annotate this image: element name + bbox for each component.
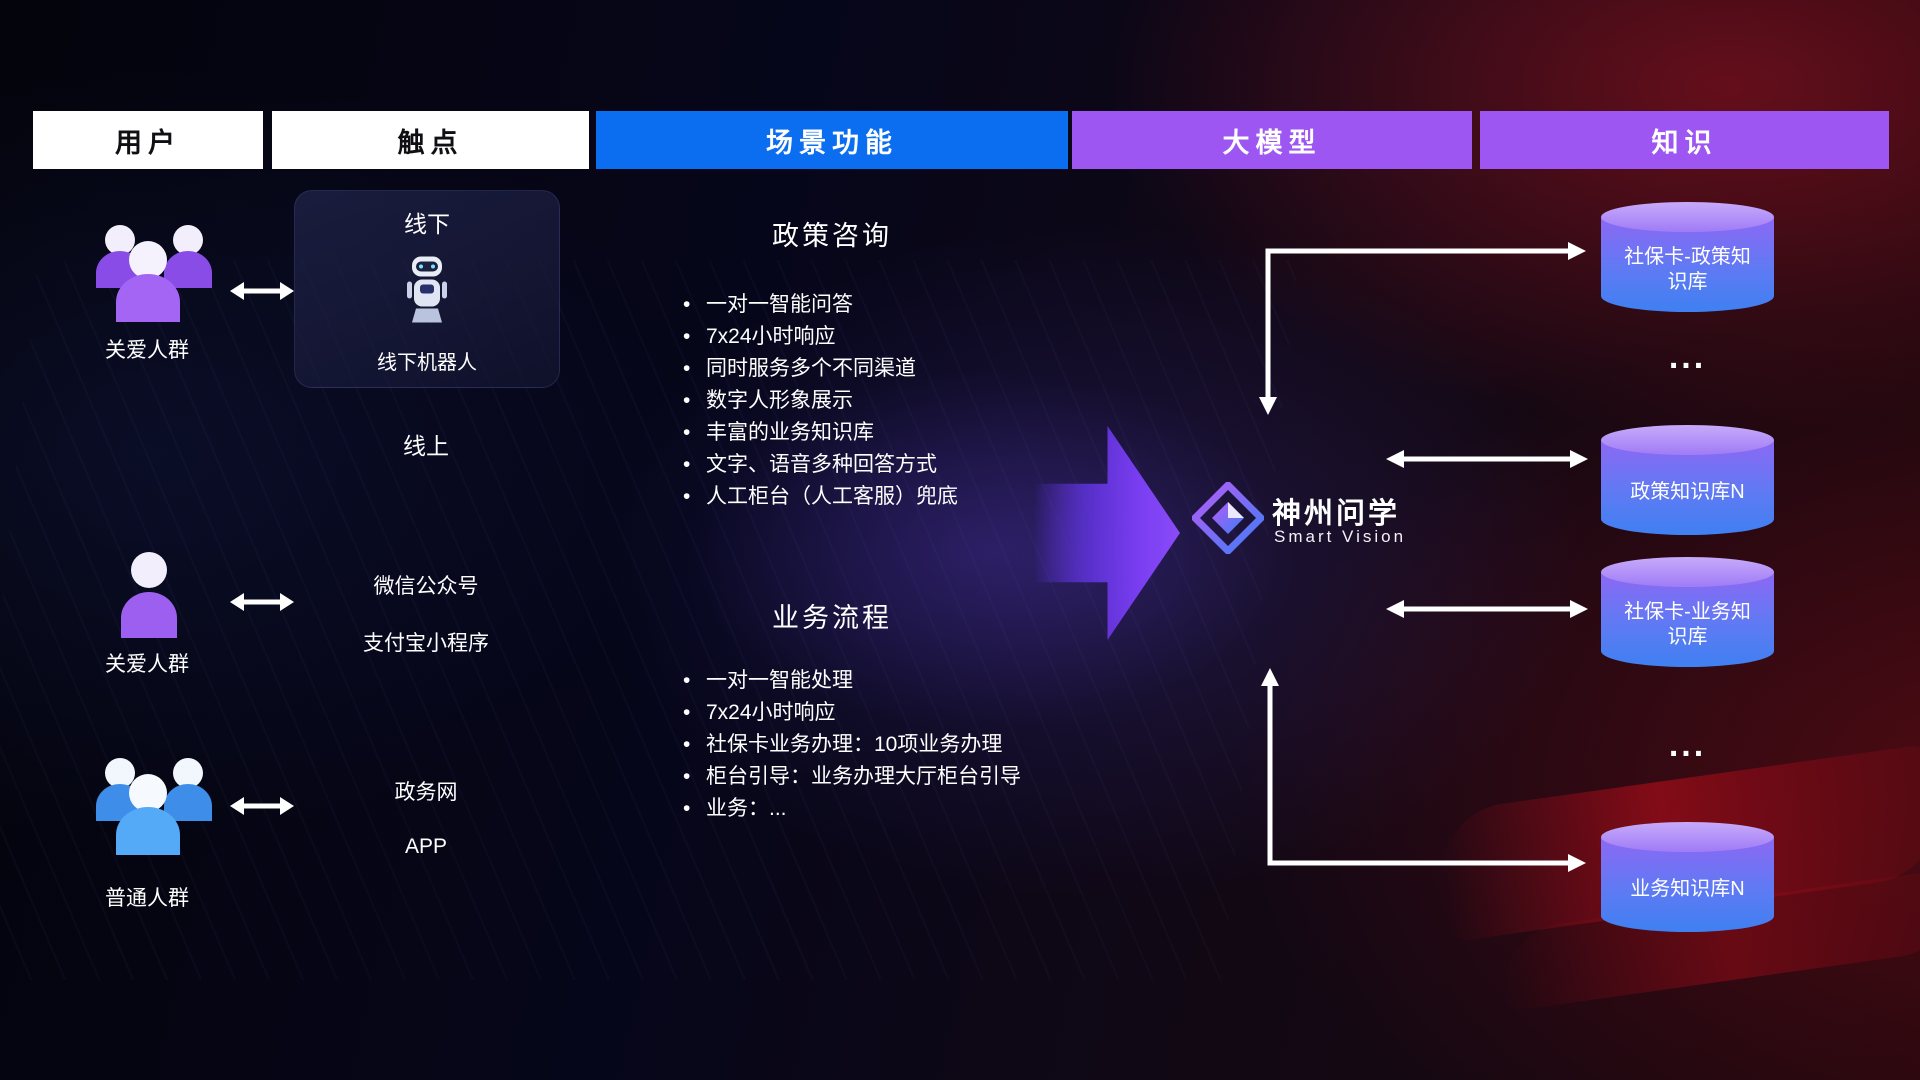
header-tab-knowledge: 知识 bbox=[1480, 111, 1889, 169]
header-tab-users: 用户 bbox=[33, 111, 263, 169]
user-single-purple-icon bbox=[114, 548, 184, 645]
model-name: 神州问学 bbox=[1272, 498, 1401, 530]
scenario-bullet: 一对一智能问答 bbox=[680, 289, 958, 321]
model-subtitle: Smart Vision bbox=[1274, 527, 1407, 546]
scenario-bullet: 丰富的业务知识库 bbox=[680, 417, 958, 449]
scenario-bullet: 业务：... bbox=[680, 793, 1021, 825]
header-tab-model: 大模型 bbox=[1072, 111, 1472, 169]
online-title: 线上 bbox=[403, 433, 449, 459]
scenario-bullet: 7x24小时响应 bbox=[680, 697, 1021, 729]
channel-wechat: 微信公众号 bbox=[373, 575, 479, 598]
database-icon bbox=[1601, 557, 1774, 587]
knowledge-db-label: 社保卡-政策知识库 bbox=[1601, 217, 1774, 312]
knowledge-db-label: 政策知识库N bbox=[1601, 440, 1774, 535]
model-knowledge-connectors bbox=[1180, 220, 1650, 890]
offline-robot-label: 线下机器人 bbox=[377, 352, 477, 374]
offline-touchpoint-card: 线下 线下机器人 bbox=[294, 190, 560, 388]
user-group-blue-icon bbox=[90, 745, 218, 862]
scenario-bullet: 一对一智能处理 bbox=[680, 665, 1021, 697]
database-icon bbox=[1601, 202, 1774, 232]
database-icon bbox=[1601, 425, 1774, 455]
scenario-bullet: 社保卡业务办理：10项业务办理 bbox=[680, 729, 1021, 761]
robot-icon bbox=[404, 254, 450, 331]
scenario-title-business: 业务流程 bbox=[772, 603, 892, 633]
channel-gov-web: 政务网 bbox=[394, 781, 458, 804]
smart-vision-logo-icon bbox=[1190, 480, 1266, 556]
offline-title: 线下 bbox=[404, 211, 450, 237]
channel-alipay: 支付宝小程序 bbox=[363, 632, 489, 655]
knowledge-db-policy-n: 政策知识库N bbox=[1601, 425, 1774, 535]
knowledge-db-label: 业务知识库N bbox=[1601, 837, 1774, 932]
policy-feature-list: 一对一智能问答 7x24小时响应 同时服务多个不同渠道 数字人形象展示 丰富的业… bbox=[680, 289, 958, 513]
knowledge-db-business-sscard: 社保卡-业务知识库 bbox=[1601, 557, 1774, 667]
knowledge-db-policy-sscard: 社保卡-政策知识库 bbox=[1601, 202, 1774, 312]
scenario-bullet: 数字人形象展示 bbox=[680, 385, 958, 417]
database-icon bbox=[1601, 822, 1774, 852]
user-single-label: 关爱人群 bbox=[105, 653, 189, 676]
scenario-bullet: 人工柜台（人工客服）兜底 bbox=[680, 481, 958, 513]
knowledge-db-label: 社保卡-业务知识库 bbox=[1601, 572, 1774, 667]
bidirectional-arrow-icon bbox=[230, 277, 294, 305]
user-group-label: 关爱人群 bbox=[105, 339, 189, 362]
knowledge-db-business-n: 业务知识库N bbox=[1601, 822, 1774, 932]
channel-app: APP bbox=[404, 835, 448, 858]
user-group-label: 普通人群 bbox=[105, 887, 189, 910]
header-tab-touchpoints: 触点 bbox=[272, 111, 589, 169]
business-feature-list: 一对一智能处理 7x24小时响应 社保卡业务办理：10项业务办理 柜台引导：业务… bbox=[680, 665, 1021, 825]
scenario-bullet: 7x24小时响应 bbox=[680, 321, 958, 353]
header-tab-scenarios: 场景功能 bbox=[596, 111, 1068, 169]
bidirectional-arrow-icon bbox=[230, 588, 294, 616]
bidirectional-arrow-icon bbox=[230, 792, 294, 820]
scenario-bullet: 柜台引导：业务办理大厅柜台引导 bbox=[680, 761, 1021, 793]
ellipsis-more: ... bbox=[1668, 726, 1707, 764]
scenario-bullet: 同时服务多个不同渠道 bbox=[680, 353, 958, 385]
ellipsis-more: ... bbox=[1668, 338, 1707, 376]
user-group-purple-icon bbox=[90, 212, 218, 329]
scenario-title-policy: 政策咨询 bbox=[772, 221, 892, 251]
scenario-bullet: 文字、语音多种回答方式 bbox=[680, 449, 958, 481]
